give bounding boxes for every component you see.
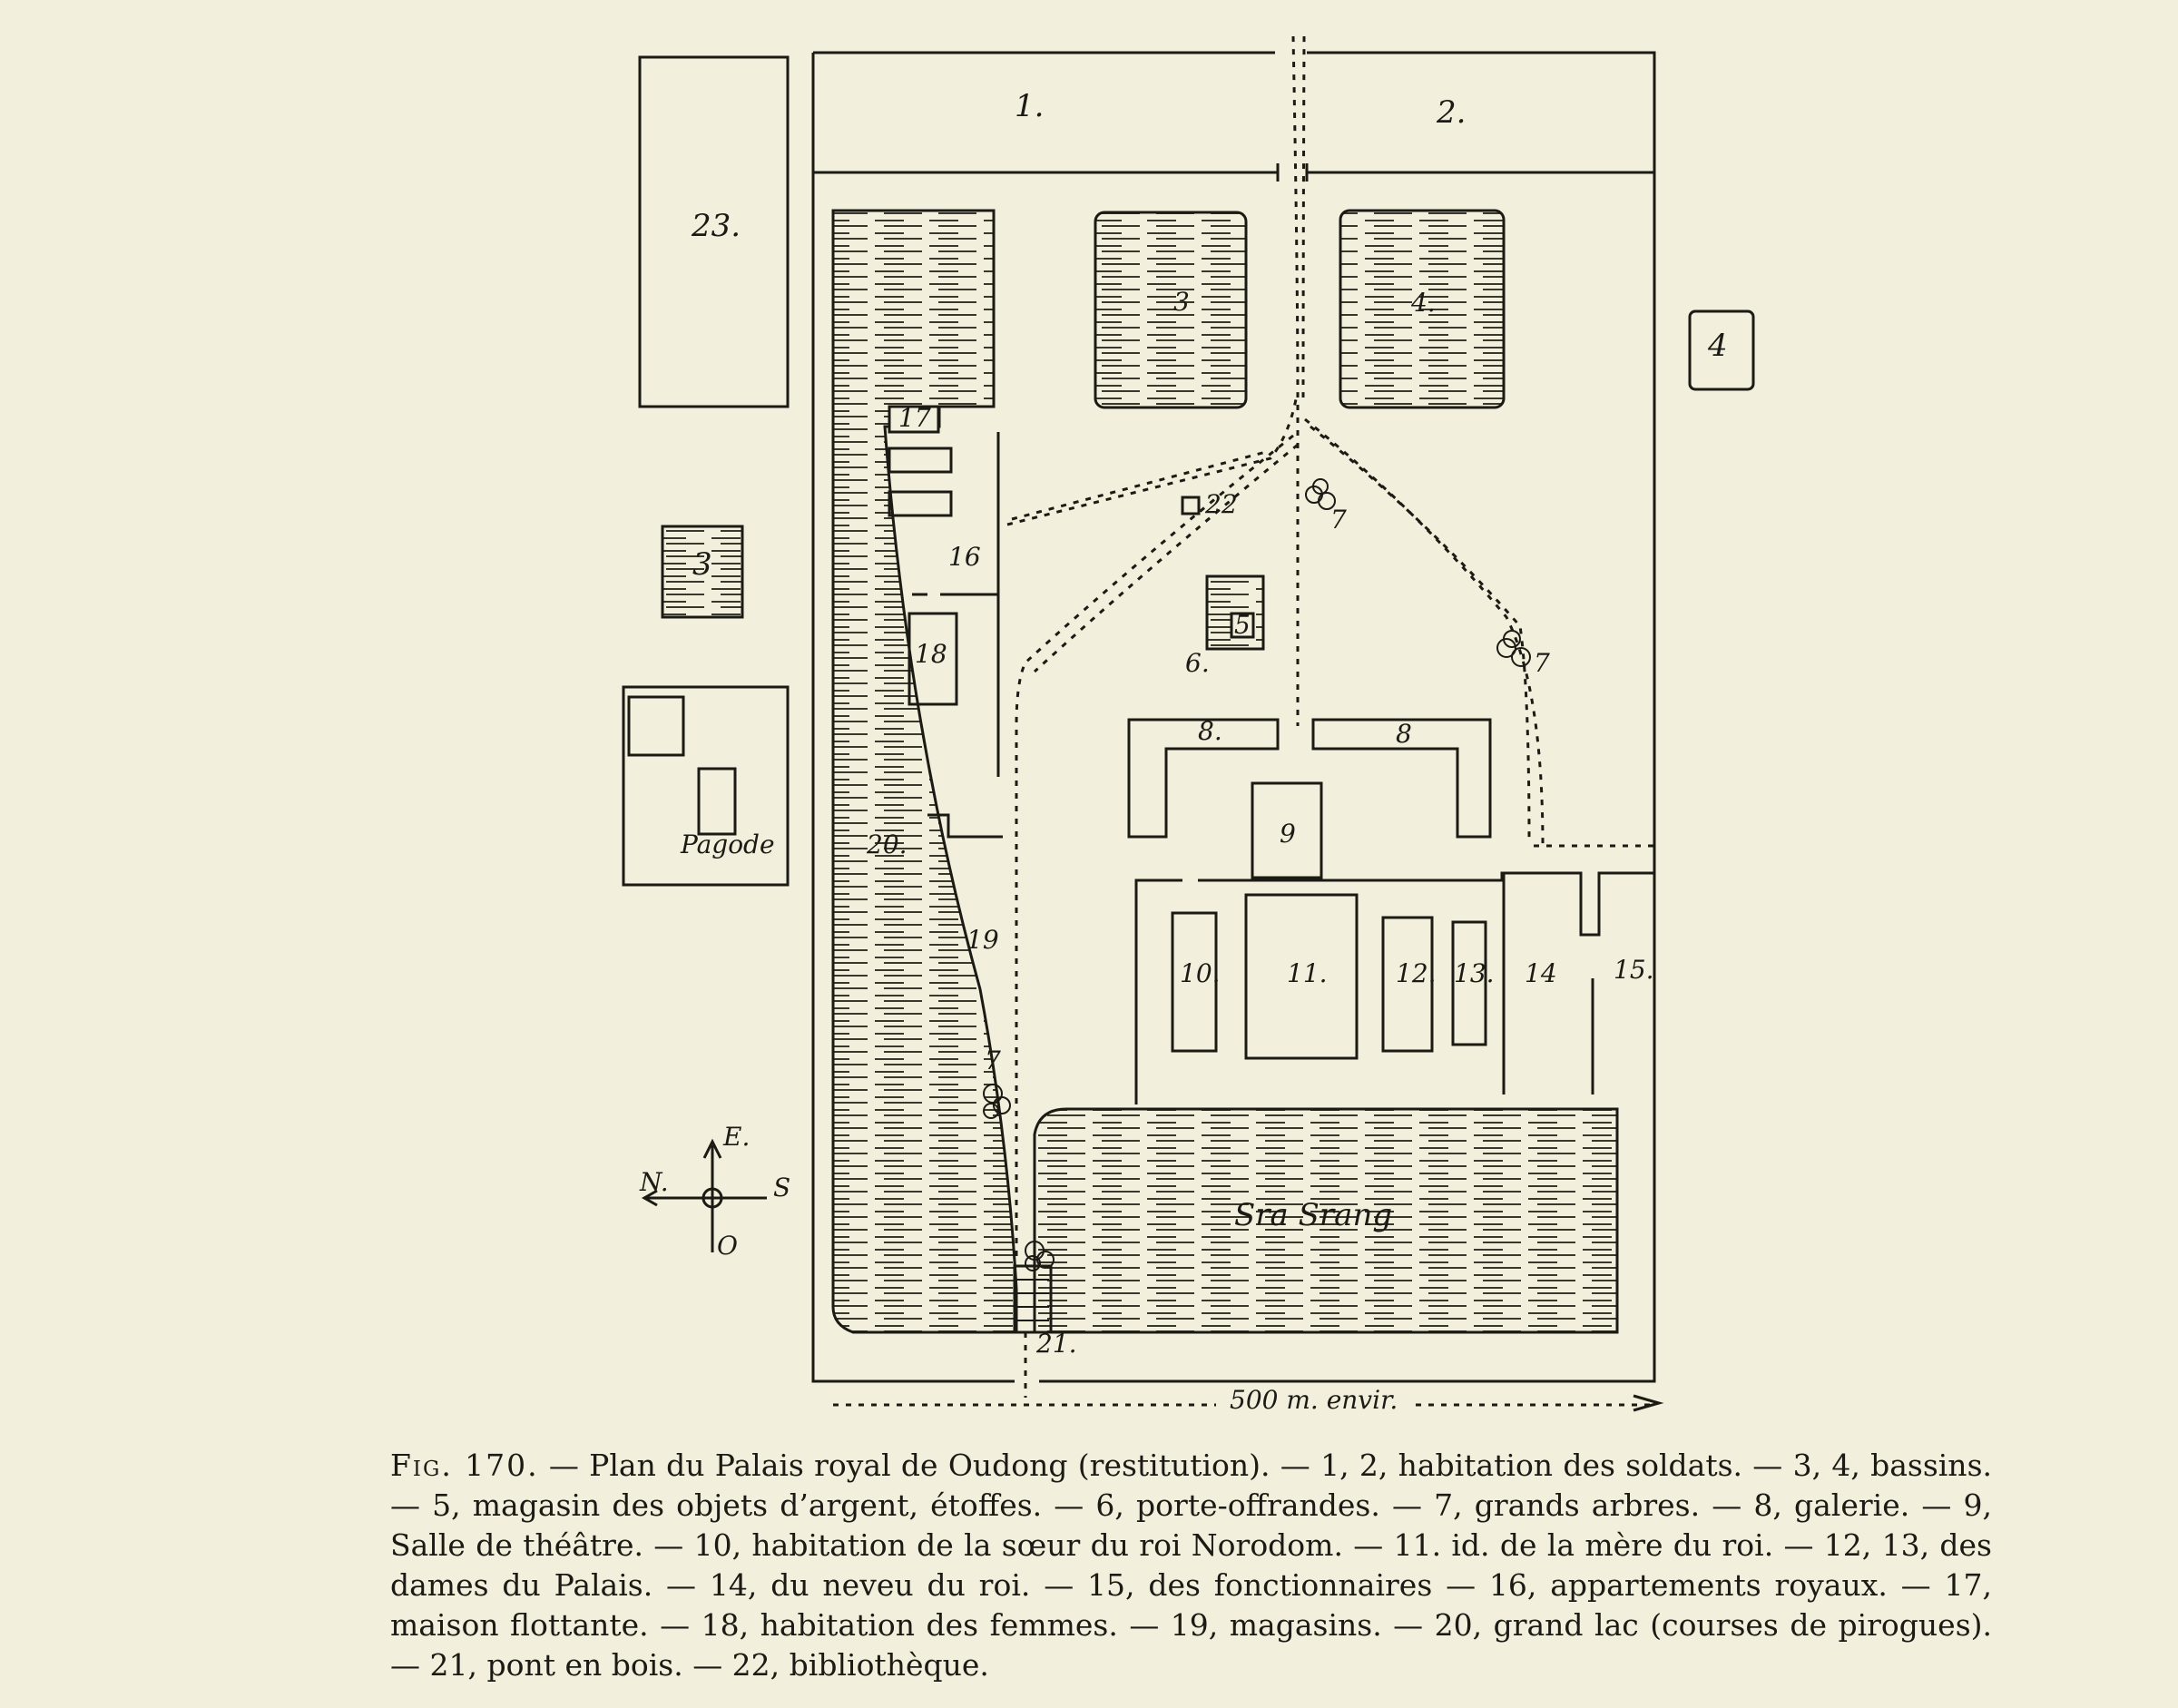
tree-7-b: [1496, 630, 1531, 667]
label-7-c: 7: [985, 1045, 1001, 1075]
label-14: 14: [1525, 958, 1557, 988]
scale-arrow: [1633, 1394, 1664, 1412]
compass-west: O: [717, 1231, 738, 1261]
soldiers-divider: [813, 163, 1654, 182]
basin-3: [1094, 211, 1248, 409]
bridge-21: [1013, 1264, 1053, 1334]
house-13: [1451, 920, 1487, 1046]
label-3-outside: 3: [692, 546, 712, 583]
tree-7-a: [1305, 478, 1336, 510]
magasins-19-wall: [927, 813, 1003, 839]
palace-plan-drawing: 1. 2. 23. 3 4. 4 3 17 22 7 16 5 6. 18 7 …: [622, 35, 1755, 1415]
label-18: 18: [915, 639, 947, 669]
label-10: 10.: [1180, 958, 1221, 988]
small-box-b: [888, 490, 953, 517]
store-5: [1230, 612, 1255, 639]
compass-east: E.: [722, 1122, 750, 1152]
path-main-axis-2: [1301, 35, 1306, 400]
pagoda-tall-box: [697, 767, 737, 836]
path-to-library: [1015, 434, 1294, 1261]
label-11: 11.: [1287, 958, 1328, 988]
bridge-planks: [1016, 1279, 1049, 1321]
figure-number: Fig. 170.: [390, 1448, 539, 1483]
compass-rose: [641, 1138, 767, 1252]
label-pagode: Pagode: [680, 829, 775, 859]
enclosure-wall: [811, 51, 1656, 1383]
label-scale: 500 m. envir.: [1230, 1385, 1398, 1415]
floating-house-17: [888, 405, 940, 434]
basin-4: [1339, 209, 1506, 409]
path-east-b: [1310, 425, 1531, 845]
label-9: 9: [1280, 819, 1296, 849]
outside-box-4: [1688, 309, 1755, 391]
label-7-b: 7: [1534, 648, 1550, 678]
label-12: 12.: [1396, 958, 1437, 988]
sra-srang-basin: [1033, 1107, 1619, 1334]
gallery-8-left: [1127, 718, 1280, 839]
house-10: [1171, 911, 1218, 1053]
label-23: 23.: [691, 208, 741, 244]
inner-court-divider: [1502, 873, 1594, 1094]
label-4-outside: 4: [1707, 328, 1728, 364]
outside-basin-3: [661, 525, 744, 619]
plan-labels: 1. 2. 23. 3 4. 4 3 17 22 7 16 5 6. 18 7 …: [639, 88, 1728, 1415]
path-to-16-b: [1011, 450, 1267, 521]
label-19: 19: [966, 925, 999, 955]
path-main-axis: [1291, 35, 1300, 726]
label-13: 13.: [1454, 958, 1495, 988]
building-23: [638, 55, 790, 408]
path-east: [1304, 417, 1545, 847]
label-17: 17: [898, 403, 931, 433]
label-5: 5: [1234, 610, 1251, 640]
figure-caption-text: — Plan du Palais royal de Oudong (restit…: [390, 1448, 1992, 1683]
apartments-16-wall: [912, 432, 1000, 777]
tree-7-c: [983, 1084, 1011, 1119]
pagoda-small-box: [627, 695, 685, 757]
tree-bridge: [1025, 1241, 1055, 1271]
womens-house-18: [908, 612, 958, 706]
label-sra-srang: Sra Srang: [1234, 1197, 1392, 1233]
label-3: 3: [1173, 287, 1190, 317]
small-box-a: [888, 447, 953, 474]
label-7-a: 7: [1330, 505, 1347, 535]
path-to-16: [1006, 398, 1298, 526]
label-21: 21.: [1035, 1329, 1077, 1359]
compass-north: N.: [639, 1167, 669, 1197]
label-20: 20.: [866, 829, 908, 859]
path-to-library-b: [1033, 443, 1299, 673]
pagoda-enclosure: [622, 685, 790, 887]
library-22: [1181, 496, 1201, 515]
label-1: 1.: [1015, 88, 1044, 124]
inner-court-wall: [1134, 871, 1654, 1104]
label-8-a: 8.: [1198, 716, 1222, 746]
label-2: 2.: [1436, 94, 1466, 131]
compass-south: S: [773, 1173, 790, 1202]
label-22: 22: [1204, 489, 1238, 519]
house-12: [1381, 916, 1434, 1053]
label-16: 16: [948, 542, 981, 572]
label-8-b: 8: [1396, 719, 1412, 749]
label-15: 15.: [1614, 955, 1654, 985]
grand-lake-20: [831, 209, 1018, 1334]
figure-caption: Fig. 170. — Plan du Palais royal de Oudo…: [390, 1446, 1992, 1685]
theatre-9: [1251, 781, 1323, 879]
label-6: 6.: [1185, 648, 1210, 678]
gallery-8-right: [1311, 718, 1492, 839]
label-4: 4.: [1410, 288, 1436, 318]
house-11: [1244, 893, 1359, 1060]
